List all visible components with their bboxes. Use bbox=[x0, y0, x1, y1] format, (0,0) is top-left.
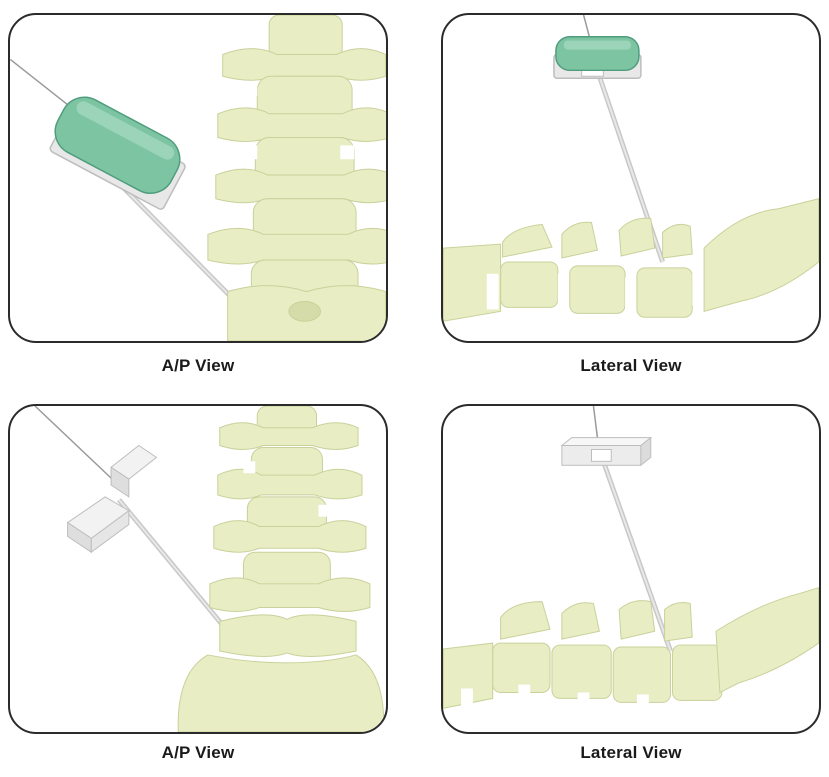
marker-green bbox=[553, 35, 642, 79]
disc bbox=[557, 273, 570, 304]
disc bbox=[577, 692, 590, 713]
caption-bottom-left: A/P View bbox=[161, 743, 235, 762]
sacrum bbox=[715, 587, 819, 694]
disc bbox=[692, 273, 705, 306]
lateral-spine-illustration-white bbox=[443, 406, 819, 715]
marker-green bbox=[49, 96, 186, 210]
spinous-process bbox=[288, 300, 321, 322]
marker-white-block bbox=[110, 466, 130, 498]
spine-lateral bbox=[443, 198, 819, 322]
marker-white bbox=[66, 444, 158, 554]
marker-green-cap bbox=[54, 96, 181, 194]
disc bbox=[461, 688, 473, 711]
vertebra-body bbox=[219, 614, 357, 657]
marker-white-block bbox=[560, 437, 653, 447]
joint-gap bbox=[243, 82, 258, 97]
ap-view-panel-white-marker bbox=[8, 404, 388, 734]
sacrum bbox=[703, 198, 819, 313]
sacrum-pelvis bbox=[177, 654, 385, 732]
vertebra-pedicle bbox=[664, 601, 693, 642]
vertebra-body bbox=[612, 646, 672, 703]
ap-view-panel-green-marker bbox=[8, 13, 388, 343]
marker-white-block bbox=[640, 436, 652, 467]
marker-white-block bbox=[90, 509, 130, 554]
vertebra-pedicle bbox=[500, 601, 551, 640]
vertebra-pedicle bbox=[502, 223, 553, 258]
ap-spine-illustration-white bbox=[34, 406, 385, 732]
lateral-spine-illustration-green bbox=[443, 15, 819, 322]
transverse-process bbox=[209, 577, 371, 612]
marker-highlight bbox=[563, 40, 631, 50]
vertebra-pedicle bbox=[561, 602, 600, 640]
vertebra-body bbox=[636, 267, 693, 318]
vertebra-pedicle bbox=[618, 600, 656, 640]
vertebra-pedicle bbox=[618, 217, 656, 257]
joint-gap bbox=[243, 461, 256, 474]
vertebra-body bbox=[551, 644, 612, 699]
caption-top-right: Lateral View bbox=[580, 356, 682, 375]
joint-gap bbox=[318, 504, 331, 517]
ap-spine-illustration-green bbox=[10, 15, 386, 341]
vertebra-body bbox=[268, 15, 343, 59]
vertebra-body bbox=[500, 261, 559, 308]
transverse-process bbox=[215, 168, 386, 204]
needle-highlight bbox=[118, 499, 229, 632]
vertebra-body bbox=[443, 243, 502, 322]
guide-wire bbox=[592, 406, 599, 438]
spine-lateral bbox=[443, 587, 819, 715]
disc bbox=[636, 694, 649, 715]
vertebra-body bbox=[443, 642, 494, 709]
disc bbox=[625, 277, 637, 310]
vertebra-pedicle bbox=[561, 221, 598, 259]
vertebra-body bbox=[569, 265, 626, 314]
transverse-process bbox=[217, 107, 386, 142]
disc bbox=[518, 684, 531, 705]
marker-white bbox=[560, 436, 653, 467]
vertebra-pedicle bbox=[662, 223, 693, 259]
needle-highlight bbox=[602, 460, 672, 652]
caption-top-left: A/P View bbox=[161, 356, 235, 375]
caption-bottom-right: Lateral View bbox=[580, 743, 682, 762]
transverse-process bbox=[213, 520, 367, 553]
transverse-process bbox=[219, 422, 359, 450]
joint-gap bbox=[243, 145, 258, 160]
spine-ap bbox=[207, 15, 386, 341]
joint-gap bbox=[340, 145, 355, 160]
lateral-view-panel-white-marker bbox=[441, 404, 821, 734]
lateral-view-panel-green-marker bbox=[441, 13, 821, 343]
disc bbox=[486, 273, 499, 310]
transverse-process bbox=[222, 48, 386, 81]
marker-highlight bbox=[76, 101, 175, 160]
marker-slot bbox=[590, 448, 612, 462]
spine-ap bbox=[177, 406, 385, 732]
vertebra-body bbox=[671, 644, 723, 701]
transverse-process bbox=[207, 227, 386, 265]
